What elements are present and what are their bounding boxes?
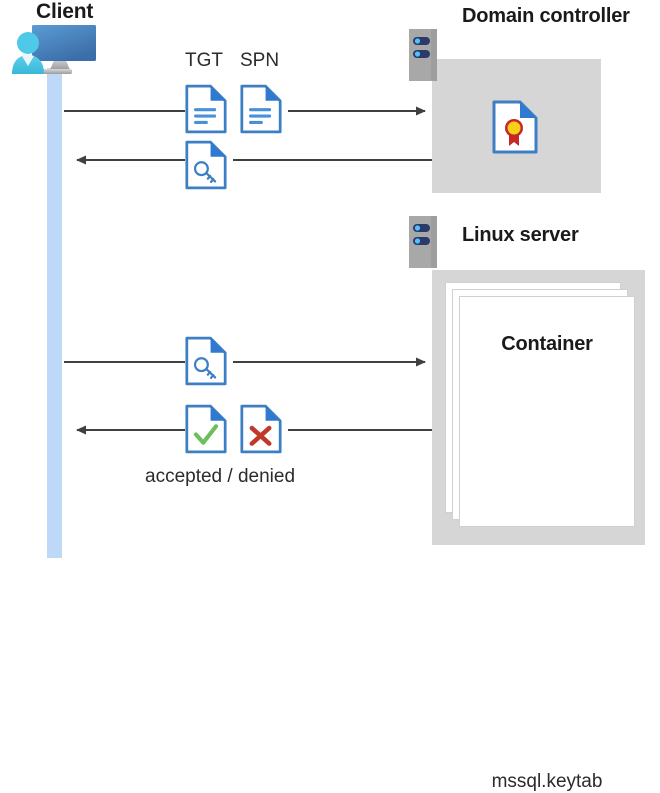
keytab-filename-label: mssql.keytab bbox=[491, 771, 603, 792]
check-document-icon bbox=[185, 404, 227, 454]
spn-label: SPN bbox=[240, 50, 280, 71]
user-workstation-icon bbox=[12, 25, 96, 74]
key-document-icon bbox=[185, 140, 227, 190]
client-title: Client bbox=[36, 0, 94, 23]
cross-document-icon bbox=[240, 404, 282, 454]
linux-server-title: Linux server bbox=[462, 224, 579, 246]
certificate-document-icon bbox=[492, 100, 538, 154]
connector-lines bbox=[64, 106, 432, 435]
tgt-label: TGT bbox=[185, 50, 223, 71]
client-lifeline bbox=[47, 68, 62, 558]
server-rack-icon bbox=[409, 29, 437, 81]
container-card-front: Container SQL bbox=[459, 296, 635, 792]
document-icon bbox=[185, 84, 227, 134]
key-document-icon bbox=[185, 336, 227, 386]
document-icon bbox=[240, 84, 282, 134]
accepted-denied-label: accepted / denied bbox=[145, 466, 296, 487]
server-rack-icon bbox=[409, 216, 437, 268]
container-title: Container bbox=[501, 333, 593, 355]
diagram-canvas: Client Domain controller Linux server Co… bbox=[12, 0, 645, 792]
domain-controller-title: Domain controller bbox=[462, 5, 630, 27]
